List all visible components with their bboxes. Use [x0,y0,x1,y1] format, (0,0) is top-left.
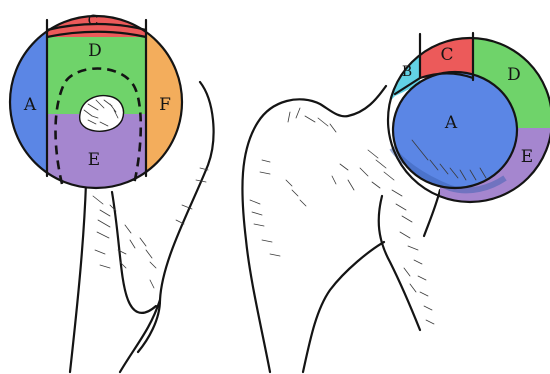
left-label-e: E [88,150,100,170]
right-label-e: E [521,147,533,167]
left-label-f: F [159,95,171,115]
right-label-b: B [402,64,412,80]
left-label-c: C [88,13,99,29]
left-label-a: A [23,95,37,115]
left-defect-lesion [80,96,124,132]
left-articular-surface: A C D E F [8,12,190,190]
right-label-d: D [507,65,521,85]
right-label-c: C [440,45,453,65]
left-label-d: D [88,41,102,61]
right-articular-surface: B C D A E [375,30,550,208]
right-label-a: A [444,113,458,133]
